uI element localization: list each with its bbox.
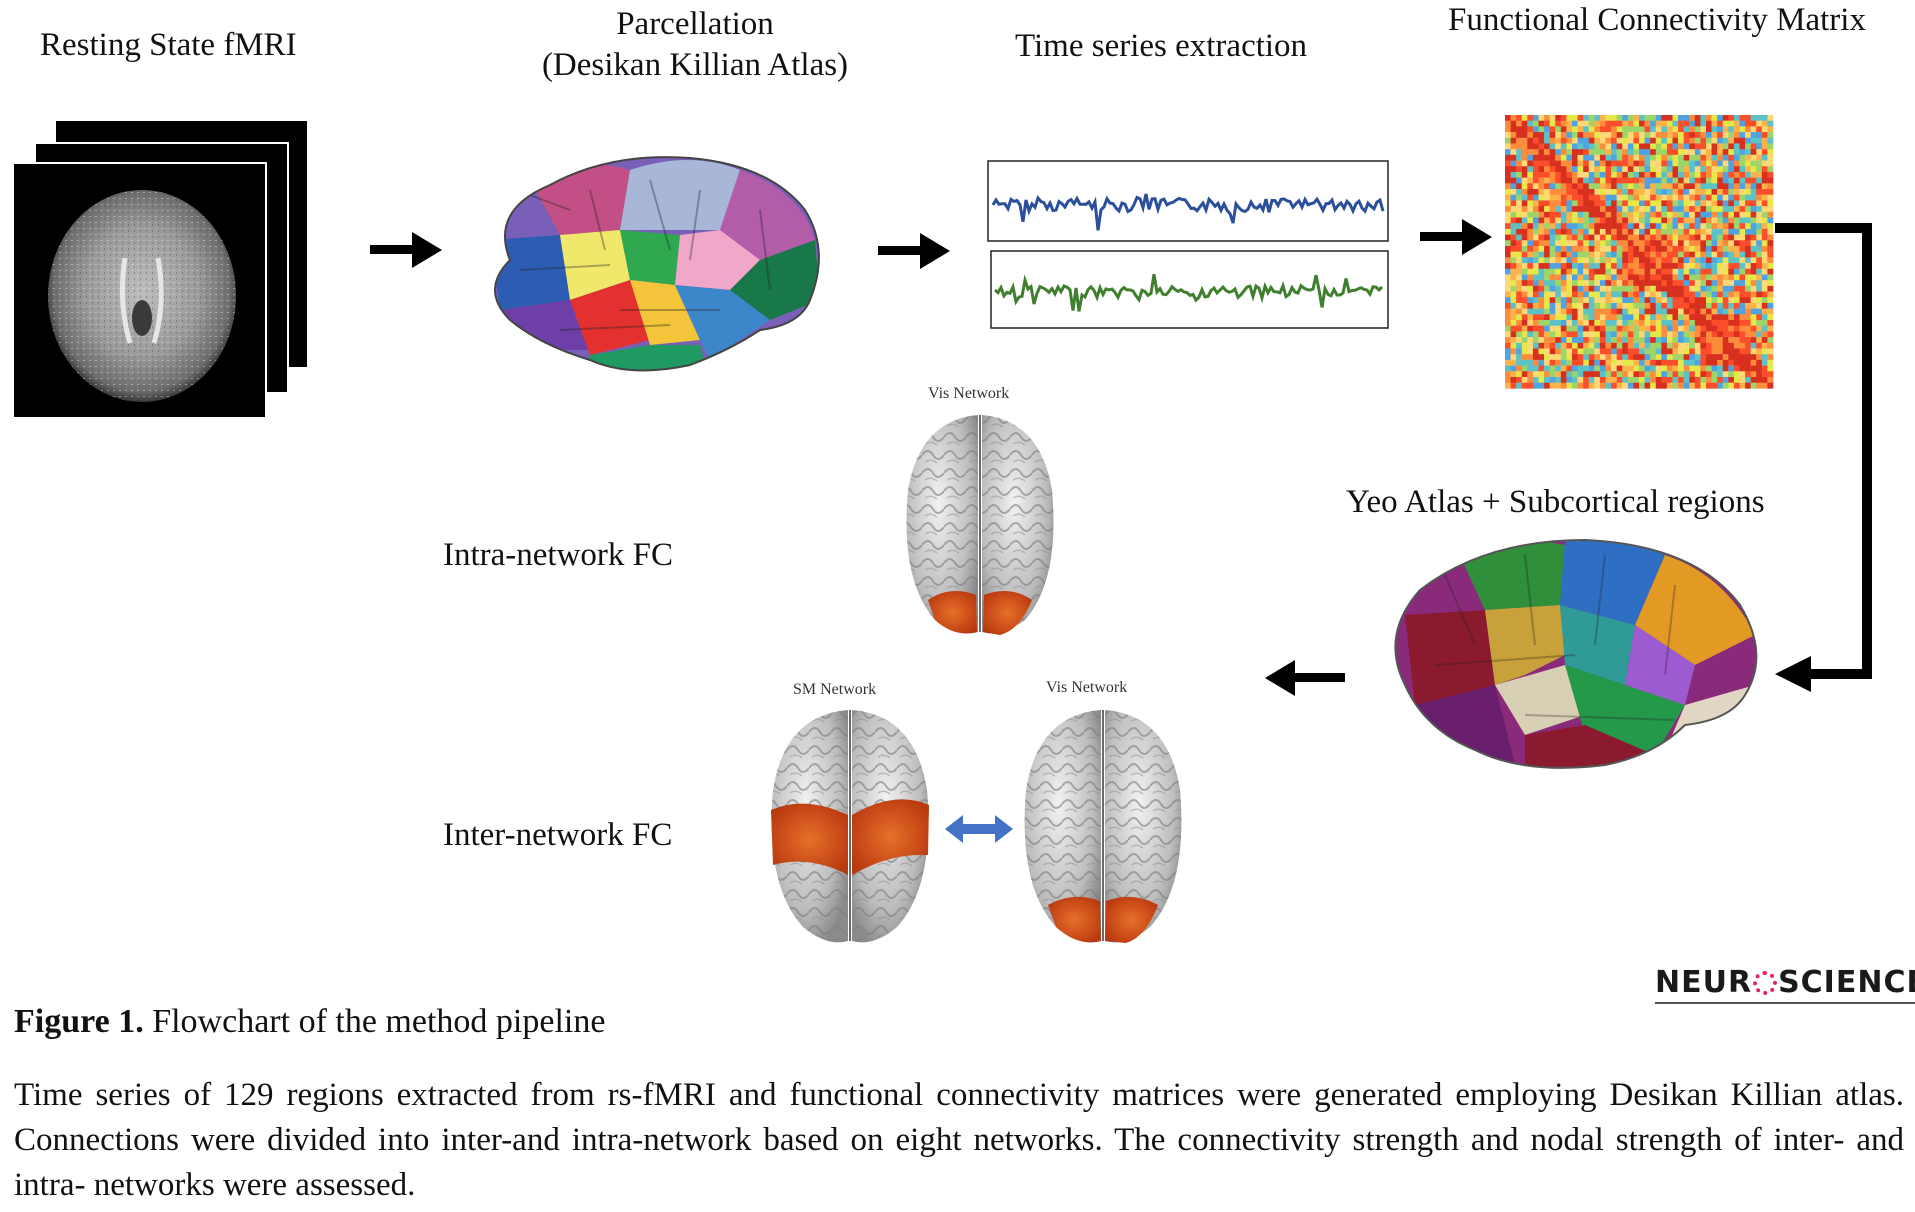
arrow-left bbox=[1265, 660, 1345, 696]
figure-caption-title: Figure 1. Flowchart of the method pipeli… bbox=[14, 1003, 605, 1041]
vis-network-bottom-label: Vis Network bbox=[1046, 679, 1128, 696]
time-series-line-1 bbox=[991, 193, 1385, 231]
time-series-line-2 bbox=[993, 273, 1384, 312]
logo-text-right: SCIENCE bbox=[1778, 965, 1915, 1000]
yeo-atlas-brain-image bbox=[1394, 538, 1758, 769]
yeo-atlas-label: Yeo Atlas + Subcortical regions bbox=[1346, 484, 1765, 520]
vis-activation-right-2 bbox=[1105, 896, 1158, 943]
sm-activation-left bbox=[771, 803, 848, 875]
arrow-right-3 bbox=[1420, 219, 1492, 255]
parcellated-brain-image bbox=[494, 156, 820, 372]
connector-arrow-down-left bbox=[1775, 223, 1872, 692]
parcellation-label-line1: Parcellation bbox=[616, 6, 774, 42]
parcellation-label-line2: (Desikan Killian Atlas) bbox=[541, 47, 849, 84]
logo-o-icon bbox=[1753, 971, 1778, 995]
figure-caption-body: Time series of 129 regions extracted fro… bbox=[14, 1077, 1904, 1203]
vis-network-top-label: Vis Network bbox=[928, 385, 1010, 402]
arrow-right-2 bbox=[878, 233, 950, 269]
double-arrow bbox=[945, 815, 1013, 843]
logo-text-left: NEUR bbox=[1655, 965, 1753, 1000]
fmri-stack-image bbox=[12, 119, 309, 419]
inter-sm-network-brain bbox=[771, 710, 929, 943]
time-series-label: Time series extraction bbox=[1015, 28, 1308, 64]
time-series-box-1 bbox=[987, 160, 1389, 242]
vis-activation-left-2 bbox=[1048, 896, 1101, 943]
vis-activation-left bbox=[928, 591, 977, 634]
parcellation-label: Parcellation (Desikan Killian Atlas) bbox=[530, 4, 860, 87]
arrow-right-1 bbox=[370, 232, 442, 268]
intra-vis-network-brain bbox=[906, 415, 1054, 635]
inter-network-label: Inter-network FC bbox=[443, 817, 673, 853]
sm-network-label: SM Network bbox=[793, 681, 877, 698]
intra-network-label: Intra-network FC bbox=[443, 537, 674, 573]
figure-title: Flowchart of the method pipeline bbox=[152, 1003, 606, 1040]
fc-matrix-label: Functional Connectivity Matrix bbox=[1448, 2, 1866, 38]
neuroscience-logo: NEUR SCIENCE bbox=[1655, 965, 1915, 1004]
figure-label: Figure 1. bbox=[14, 1003, 144, 1040]
vis-activation-right bbox=[983, 591, 1032, 635]
sm-activation-right bbox=[852, 799, 929, 875]
fc-matrix-heatmap bbox=[1505, 115, 1774, 389]
time-series-panel bbox=[987, 160, 1389, 329]
inter-vis-network-brain bbox=[1024, 710, 1182, 943]
resting-state-label: Resting State fMRI bbox=[40, 27, 297, 63]
